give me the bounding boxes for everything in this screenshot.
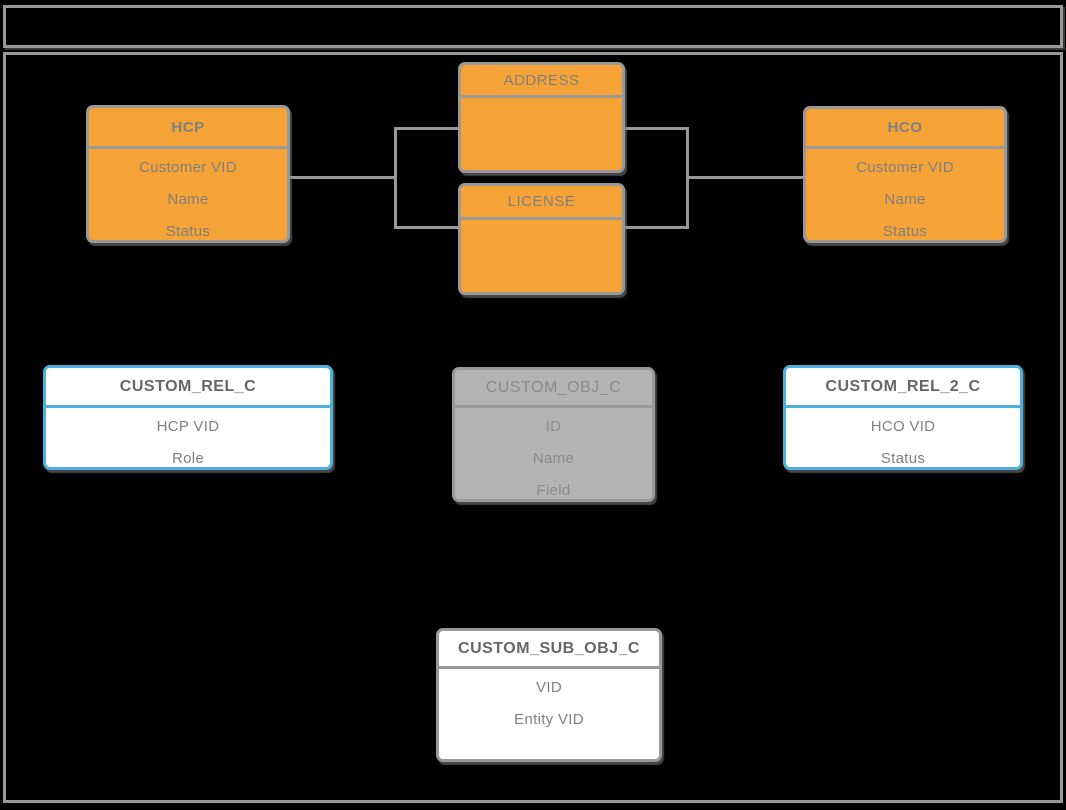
entity-custom-obj-c[interactable]: CUSTOM_OBJ_C ID Name Field <box>452 367 655 502</box>
edge-hcp-to-bus-left <box>288 176 396 179</box>
field-row: ID <box>545 417 562 435</box>
field-row: Customer VID <box>856 158 954 176</box>
entity-custom-sub-obj-c-body: VID Entity VID <box>439 669 659 759</box>
entity-custom-obj-c-title: CUSTOM_OBJ_C <box>455 370 652 408</box>
edge-bus-right-to-hco <box>686 176 805 179</box>
entity-license-title: LICENSE <box>461 186 622 220</box>
entity-custom-obj-c-body: ID Name Field <box>455 408 652 506</box>
entity-hcp-title: HCP <box>89 108 287 149</box>
container-body <box>3 52 1063 803</box>
edge-bus-left-to-address <box>394 127 460 130</box>
entity-hco-body: Customer VID Name Status <box>806 149 1004 247</box>
field-row: VID <box>536 678 562 696</box>
field-row: HCO VID <box>870 417 936 435</box>
entity-custom-rel-c-body: HCP VID Role <box>46 408 330 474</box>
edge-address-to-bus-right <box>623 127 689 130</box>
edge-bus-left-vertical <box>394 127 397 229</box>
field-row: Role <box>171 449 205 467</box>
entity-hcp[interactable]: HCP Customer VID Name Status <box>86 105 290 243</box>
field-row: HCP VID <box>156 417 220 435</box>
edge-license-to-bus-right <box>623 226 689 229</box>
field-row: Name <box>884 190 926 208</box>
field-row: Entity VID <box>514 710 584 728</box>
field-row: Name <box>167 190 209 208</box>
entity-custom-rel-c[interactable]: CUSTOM_REL_C HCP VID Role <box>43 365 333 470</box>
entity-custom-sub-obj-c-title: CUSTOM_SUB_OBJ_C <box>439 631 659 669</box>
entity-custom-sub-obj-c[interactable]: CUSTOM_SUB_OBJ_C VID Entity VID <box>436 628 662 762</box>
entity-custom-rel-2-c[interactable]: CUSTOM_REL_2_C HCO VID Status <box>783 365 1023 470</box>
field-row: Customer VID <box>139 158 237 176</box>
field-row: Status <box>165 222 211 240</box>
entity-license-body <box>461 220 622 292</box>
container-title-bar[interactable] <box>3 5 1063 48</box>
edge-bus-left-to-license <box>394 226 460 229</box>
entity-address-title: ADDRESS <box>461 65 622 98</box>
entity-hcp-body: Customer VID Name Status <box>89 149 287 247</box>
entity-custom-rel-c-title: CUSTOM_REL_C <box>46 368 330 408</box>
field-row: Name <box>532 449 575 467</box>
field-row: Status <box>880 449 926 467</box>
field-row: Status <box>882 222 928 240</box>
entity-hco[interactable]: HCO Customer VID Name Status <box>803 106 1007 243</box>
field-row: Field <box>536 481 571 499</box>
entity-custom-rel-2-c-body: HCO VID Status <box>786 408 1020 474</box>
entity-address[interactable]: ADDRESS <box>458 62 625 173</box>
entity-license[interactable]: LICENSE <box>458 183 625 295</box>
entity-hco-title: HCO <box>806 109 1004 149</box>
entity-custom-rel-2-c-title: CUSTOM_REL_2_C <box>786 368 1020 408</box>
entity-address-body <box>461 98 622 170</box>
